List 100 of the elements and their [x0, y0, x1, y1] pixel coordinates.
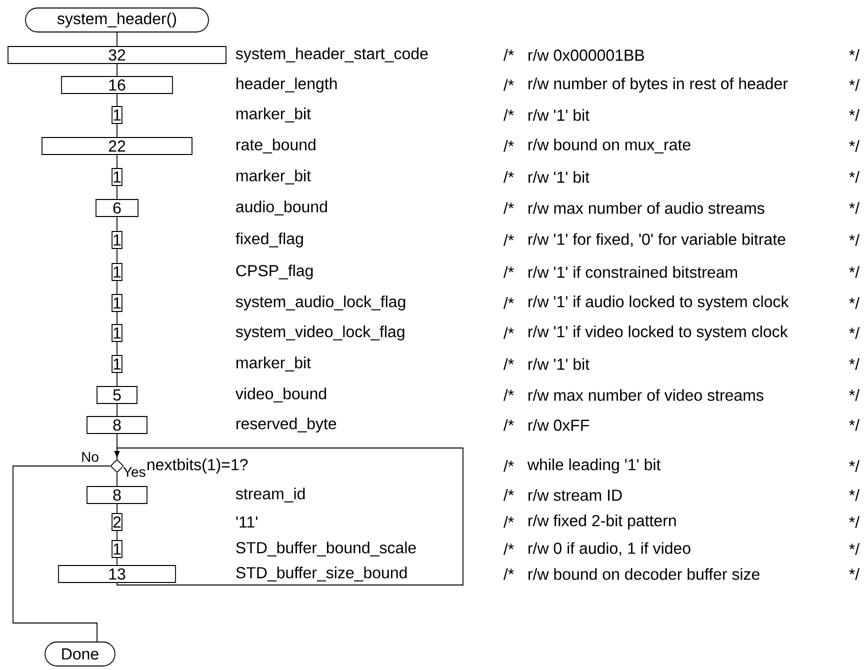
connector-line — [116, 186, 118, 200]
bit-field-box: 1 — [112, 106, 122, 124]
connector-line — [116, 94, 118, 106]
comment-mark: /* — [503, 109, 514, 121]
connector-line — [116, 372, 118, 386]
field-name: stream_id — [236, 488, 305, 502]
comment-mark: /* — [503, 327, 514, 339]
connector-line — [116, 472, 118, 486]
connector-line — [116, 64, 118, 76]
bit-field-box: 32 — [8, 46, 226, 64]
connector-line — [116, 404, 118, 416]
comment-text: while leading '1' bit — [527, 458, 661, 474]
comment-text: r/w '1' bit — [528, 358, 590, 370]
comment-mark: */ — [849, 266, 860, 278]
bit-field-box: 16 — [61, 76, 173, 94]
comment-mark: /* — [503, 202, 514, 214]
comment-text: r/w '1' if audio locked to system clock — [528, 296, 789, 310]
connector-line — [116, 312, 118, 324]
connector-line — [114, 448, 464, 586]
comment-mark: /* — [503, 568, 514, 580]
bit-field-box: 1 — [112, 263, 122, 281]
comment-mark: /* — [503, 489, 514, 501]
connector-line — [116, 342, 118, 356]
field-name: reserved_byte — [236, 418, 336, 432]
bit-field-box: 6 — [96, 199, 138, 217]
comment-mark: */ — [849, 389, 860, 401]
field-name: audio_bound — [236, 200, 327, 216]
comment-text: r/w number of bytes in rest of header — [528, 78, 788, 92]
edge-label: Yes — [122, 466, 146, 478]
connector-line — [116, 530, 118, 540]
connector-line — [116, 248, 118, 264]
comment-mark: /* — [503, 79, 514, 91]
connector-line — [116, 434, 118, 460]
comment-mark: */ — [849, 419, 860, 431]
comment-text: r/w 0x000001BB — [528, 49, 644, 61]
field-name: nextbits(1)=1? — [148, 458, 248, 474]
comment-mark: */ — [849, 140, 860, 152]
connector-line — [116, 32, 118, 46]
field-name: rate_bound — [236, 138, 316, 154]
comment-mark: */ — [849, 297, 860, 309]
field-name: system_audio_lock_flag — [236, 296, 406, 310]
comment-text: r/w max number of audio streams — [528, 202, 764, 214]
comment-mark: */ — [849, 171, 860, 183]
comment-text: r/w 0xFF — [528, 419, 590, 431]
comment-text: r/w '1' for fixed, '0' for variable bitrate — [528, 233, 786, 247]
bit-field-box: 1 — [112, 540, 122, 558]
comment-text: r/w bound on mux_rate — [528, 138, 690, 154]
comment-mark: /* — [503, 543, 514, 555]
bit-field-box: 13 — [58, 565, 176, 583]
connector-line — [116, 124, 118, 138]
edge-label: No — [80, 452, 100, 462]
field-name: system_video_lock_flag — [236, 326, 404, 340]
field-name: STD_buffer_size_bound — [236, 566, 407, 582]
bit-field-box: 1 — [112, 355, 122, 373]
comment-mark: /* — [503, 460, 514, 472]
comment-mark: /* — [503, 171, 514, 183]
comment-mark: /* — [503, 49, 514, 61]
comment-mark: */ — [849, 489, 860, 501]
comment-mark: */ — [849, 202, 860, 214]
comment-mark: */ — [849, 327, 860, 339]
comment-mark: /* — [503, 516, 514, 528]
bit-field-box: 1 — [112, 168, 122, 186]
comment-text: r/w '1' bit — [528, 171, 590, 183]
comment-text: r/w '1' if constrained bitstream — [528, 266, 737, 278]
comment-mark: /* — [503, 266, 514, 278]
comment-mark: */ — [849, 79, 860, 91]
connector-line — [116, 504, 118, 514]
connector-line — [116, 558, 118, 566]
connector-line — [116, 280, 118, 294]
field-name: marker_bit — [236, 170, 311, 184]
field-name: marker_bit — [236, 108, 311, 122]
bit-field-box: 1 — [112, 324, 122, 342]
comment-text: r/w '1' if video locked to system clock — [528, 326, 788, 340]
connector-line — [116, 216, 118, 232]
comment-mark: */ — [849, 109, 860, 121]
field-name: system_header_start_code — [236, 48, 428, 62]
field-name: fixed_flag — [236, 232, 303, 248]
comment-mark: /* — [503, 389, 514, 401]
bit-field-box: 5 — [96, 386, 138, 404]
comment-text: r/w fixed 2-bit pattern — [528, 514, 676, 530]
comment-mark: /* — [503, 419, 514, 431]
bit-field-box: 8 — [86, 416, 148, 434]
field-name: CPSP_flag — [236, 264, 313, 280]
bit-field-box: 1 — [112, 231, 122, 249]
connector-line — [116, 154, 118, 168]
field-name: marker_bit — [236, 356, 311, 372]
comment-mark: */ — [849, 234, 860, 246]
field-name: header_length — [236, 78, 337, 92]
comment-mark: */ — [849, 516, 860, 528]
comment-mark: */ — [849, 49, 860, 61]
bit-field-box: 8 — [86, 486, 148, 504]
field-name: STD_buffer_bound_scale — [236, 542, 416, 556]
comment-text: r/w '1' bit — [528, 109, 590, 121]
comment-mark: /* — [503, 297, 514, 309]
comment-text: r/w stream ID — [528, 489, 622, 501]
comment-mark: */ — [849, 568, 860, 580]
comment-mark: */ — [849, 358, 860, 370]
comment-mark: */ — [849, 543, 860, 555]
bit-field-box: 22 — [42, 137, 192, 155]
comment-text: r/w max number of video streams — [528, 389, 764, 401]
